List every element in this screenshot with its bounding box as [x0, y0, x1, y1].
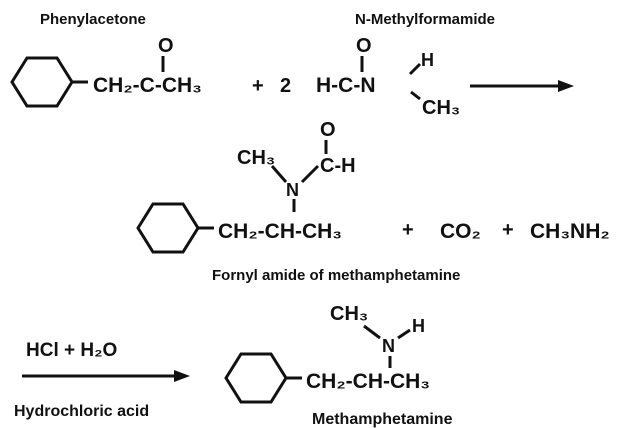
formamide-ch3: CH₃	[422, 97, 460, 119]
formyl-ch: C-H	[320, 155, 356, 177]
stoichiometric-coefficient: 2	[280, 75, 291, 97]
formamide-nch3-bond	[410, 90, 421, 101]
methamphetamine-label: Methamphetamine	[312, 411, 453, 428]
n-methylformamide-label: N-Methylformamide	[355, 11, 495, 28]
phenylacetone-carbonyl-o: O	[158, 35, 174, 57]
phenylacetone-chain: CH₂-C-CH₃	[93, 74, 202, 97]
hydrochloric-acid-label: Hydrochloric acid	[14, 403, 149, 420]
hcl-water-reagent: HCl + H₂O	[26, 340, 117, 361]
formamide-carbonyl-o: O	[356, 35, 372, 57]
benzene-ring-3-icon	[224, 352, 288, 404]
formamide-nh-bond	[408, 62, 422, 76]
methamphetamine-chain: CH₂-CH-CH₃	[306, 370, 430, 393]
plus-sign-1: +	[252, 75, 264, 97]
methamphetamine-n: N	[382, 336, 395, 356]
methyl-n-bond-3	[363, 324, 381, 340]
benzene-ring-2-icon	[136, 202, 200, 254]
arrowhead-1-icon	[558, 80, 574, 92]
formyl-n-methyl: CH₃	[237, 147, 275, 169]
phenylacetone-label: Phenylacetone	[40, 11, 146, 28]
plus-sign-3: +	[502, 219, 514, 241]
formyl-amide-chain: CH₂-CH-CH₃	[218, 220, 342, 243]
n-formyl-bond	[300, 164, 320, 184]
n-h-bond-3	[397, 328, 411, 340]
carbon-dioxide: CO₂	[440, 220, 481, 243]
methylamine: CH₃NH₂	[530, 220, 610, 243]
formamide-hcn: H-C-N	[316, 74, 375, 97]
formyl-amide-n: N	[286, 180, 299, 200]
plus-sign-2: +	[402, 219, 414, 241]
methamphetamine-n-methyl: CH₃	[330, 303, 368, 325]
arrowhead-2-icon	[174, 370, 190, 382]
formyl-amide-label: Fornyl amide of methamphetamine	[212, 267, 460, 284]
formamide-h: H	[421, 50, 434, 70]
methyl-n-bond-2	[270, 165, 288, 183]
formyl-carbonyl-o: O	[320, 119, 336, 141]
benzene-ring-1-icon	[10, 56, 74, 108]
methamphetamine-n-h: H	[412, 316, 425, 336]
